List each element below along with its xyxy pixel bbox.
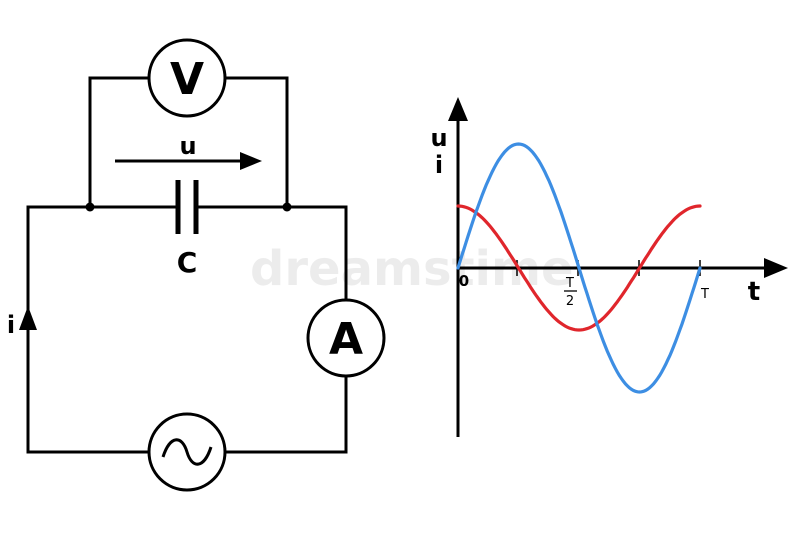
x-tick-label-period: T — [700, 287, 709, 302]
circuit-diagram: V A C u i — [7, 38, 386, 492]
x-tick-label-origin: 0 — [459, 272, 469, 290]
current-label: i — [7, 311, 15, 339]
ammeter-symbol — [306, 298, 386, 378]
waveform-graph: u i t 0 T 2 T — [430, 97, 788, 437]
y-axis-label-i: i — [435, 151, 443, 179]
sine-wave-icon — [161, 438, 213, 466]
voltage-label: u — [179, 132, 196, 160]
junction-dot-right — [282, 202, 292, 212]
series-u-line — [456, 142, 702, 394]
voltage-arrow-head-icon — [240, 152, 262, 170]
voltmeter-label: V — [170, 54, 204, 105]
x-tick-label-half-numerator: T — [565, 276, 574, 291]
ammeter-label: A — [329, 314, 363, 365]
x-axis-arrow-icon — [764, 258, 788, 278]
y-axis-label-u: u — [430, 124, 447, 152]
series-i-line — [456, 204, 702, 332]
x-axis-label: t — [748, 277, 760, 307]
capacitor-label: C — [177, 246, 198, 279]
x-tick-label-half-denominator: 2 — [566, 294, 574, 309]
junction-dot-left — [85, 202, 95, 212]
voltmeter-symbol — [147, 38, 227, 118]
y-axis-arrow-icon — [448, 97, 468, 121]
current-arrow-head-icon — [19, 306, 37, 330]
